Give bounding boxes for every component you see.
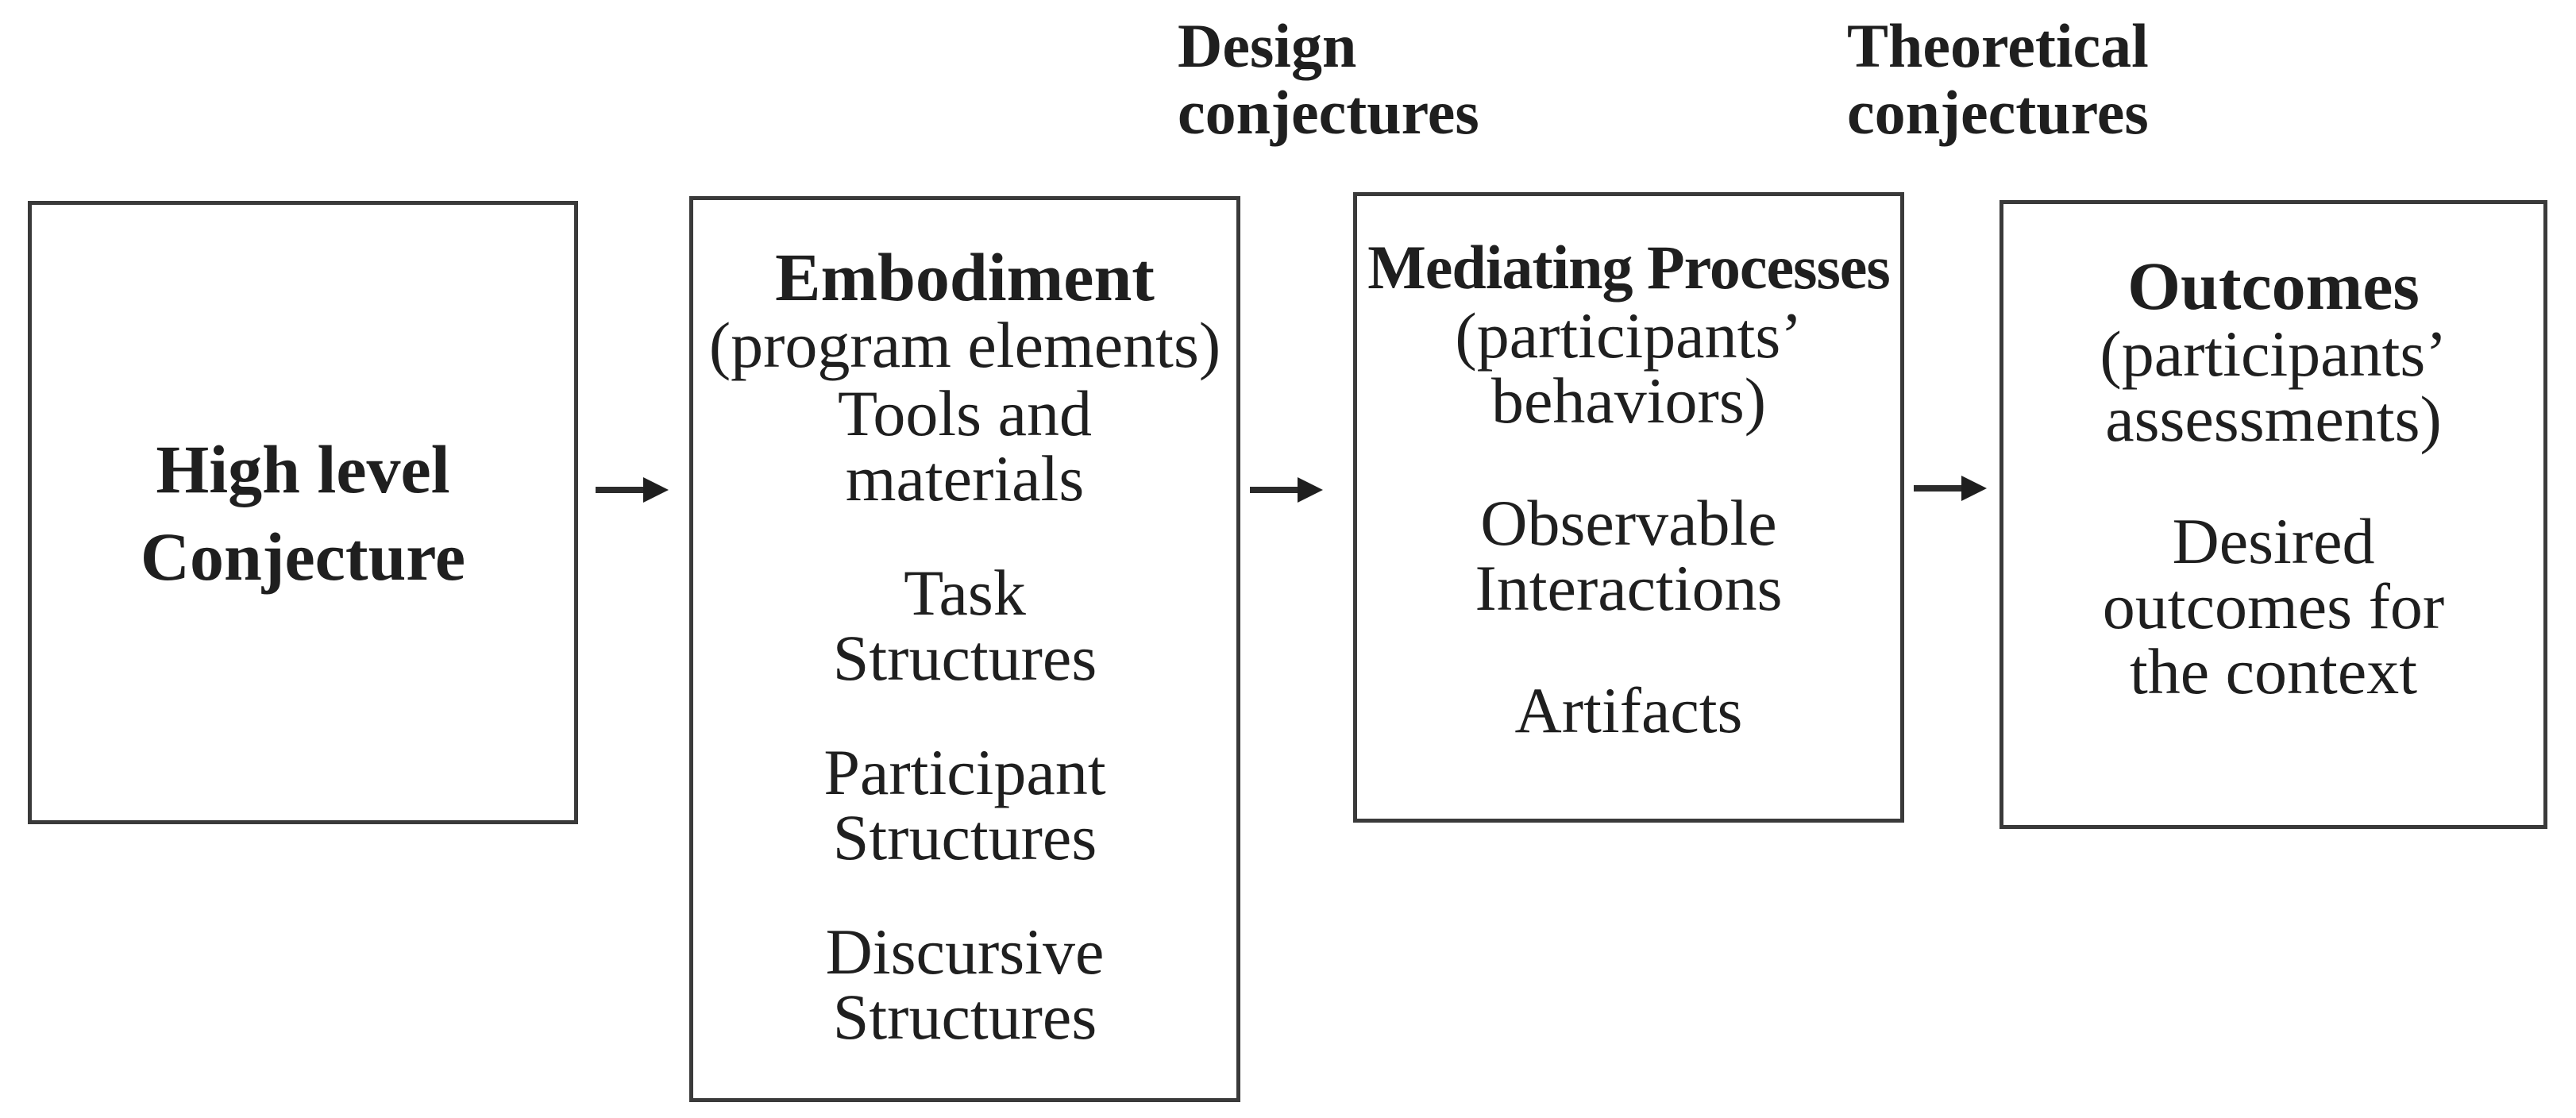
mediating-item-artifacts: Artifacts (1514, 674, 1743, 746)
theoretical-conjectures-label: Theoretical conjectures (1847, 11, 2149, 147)
right-arrow-icon (1914, 476, 1987, 501)
right-arrow-icon (1250, 477, 1323, 503)
high-level-conjecture-title: High level Conjecture (140, 430, 466, 595)
mediating-processes-subtitle: (participants’ behaviors) (1455, 299, 1803, 437)
mediating-processes-title: Mediating Processes (1367, 233, 1891, 302)
embodiment-item-task-structures: Task Structures (832, 557, 1097, 694)
right-arrow-icon (596, 477, 669, 503)
embodiment-title: Embodiment (775, 239, 1155, 315)
embodiment-item-participant-structures: Participant Structures (823, 736, 1106, 873)
outcomes-title: Outcomes (2127, 248, 2420, 324)
embodiment-subtitle: (program elements) (708, 309, 1221, 381)
embodiment-item-discursive-structures: Discursive Structures (825, 916, 1105, 1053)
outcomes-item-desired-outcomes: Desired outcomes for the context (2102, 505, 2445, 707)
design-conjectures-label: Design conjectures (1178, 11, 1479, 147)
embodiment-box: Embodiment (program elements) Tools and … (689, 196, 1240, 1102)
mediating-processes-box: Mediating Processes (participants’ behav… (1353, 192, 1904, 823)
outcomes-subtitle: (participants’ assessments) (2100, 318, 2447, 455)
outcomes-box: Outcomes (participants’ assessments) Des… (1999, 200, 2547, 829)
high-level-conjecture-box: High level Conjecture (28, 201, 578, 824)
mediating-item-observable-interactions: Observable Interactions (1475, 487, 1783, 624)
embodiment-item-tools-and-materials: Tools and materials (838, 377, 1092, 515)
